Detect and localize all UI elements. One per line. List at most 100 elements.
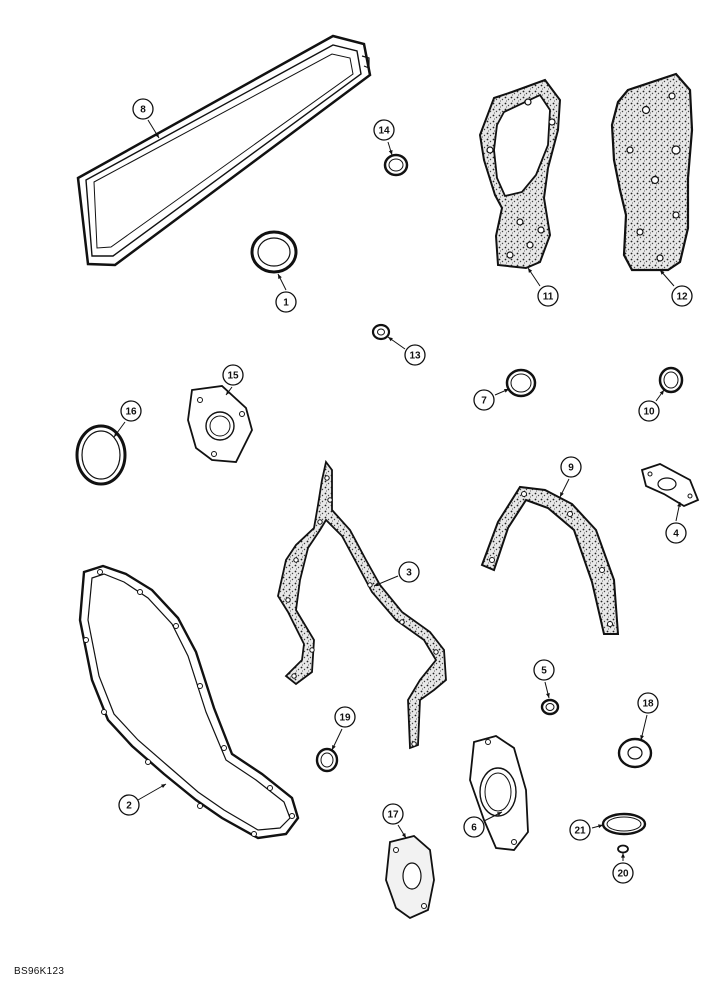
- callout-number: 5: [541, 666, 547, 677]
- callout-2: 2: [118, 783, 167, 816]
- callout-number: 18: [642, 699, 654, 710]
- seal-5: [540, 698, 560, 716]
- washer-18: [617, 737, 653, 769]
- callout-arrowhead: [660, 270, 665, 275]
- callout-number: 1: [283, 298, 289, 309]
- o-ring-20: [617, 844, 629, 854]
- callout-number: 17: [387, 810, 399, 821]
- callout-number: 19: [339, 713, 351, 724]
- callout-arrowhead: [332, 745, 336, 750]
- callout-bubble: [612, 862, 634, 884]
- rocker-cover-gasket: [76, 34, 372, 267]
- pump-gasket-11: [478, 78, 562, 270]
- callout-5: 5: [533, 659, 555, 699]
- callout-bubble: [637, 692, 659, 714]
- callout-arrowhead: [598, 824, 603, 829]
- callout-arrowhead: [621, 853, 625, 858]
- o-ring-10: [658, 366, 684, 394]
- callout-20: 20: [612, 853, 634, 884]
- callout-arrowhead: [278, 274, 282, 279]
- callout-4: 4: [665, 501, 687, 544]
- callout-leader-line: [137, 783, 167, 801]
- callout-number: 13: [409, 351, 421, 362]
- callout-bubble: [398, 561, 420, 583]
- callout-arrowhead: [560, 492, 564, 497]
- callout-bubble: [120, 400, 142, 422]
- callout-arrowhead: [401, 833, 406, 838]
- callout-10: 10: [638, 389, 665, 422]
- cooler-gasket-12: [610, 72, 694, 272]
- callout-14: 14: [373, 119, 395, 156]
- flange-gasket-17: [385, 835, 435, 920]
- callout-bubble: [334, 706, 356, 728]
- callout-number: 7: [481, 396, 487, 407]
- callout-bubble: [560, 456, 582, 478]
- callout-12: 12: [659, 269, 693, 307]
- flange-gasket-4: [640, 463, 700, 508]
- callout-9: 9: [559, 456, 582, 498]
- callout-17: 17: [382, 803, 407, 839]
- washer-13: [371, 323, 391, 341]
- callout-1: 1: [275, 273, 297, 313]
- callout-arrowhead: [114, 432, 119, 437]
- callout-number: 8: [140, 105, 146, 116]
- callout-number: 4: [673, 529, 679, 540]
- callout-6: 6: [463, 811, 503, 838]
- callout-bubble: [463, 816, 485, 838]
- callout-arrowhead: [388, 337, 393, 342]
- callout-arrowhead: [677, 502, 681, 507]
- callout-19: 19: [331, 706, 356, 751]
- callout-arrowhead: [497, 812, 502, 816]
- callout-15: 15: [222, 364, 244, 396]
- callout-number: 15: [227, 371, 239, 382]
- callout-13: 13: [387, 336, 426, 366]
- callout-number: 3: [406, 568, 412, 579]
- callout-bubble: [473, 389, 495, 411]
- o-ring-19: [315, 747, 339, 773]
- callout-bubble: [537, 285, 559, 307]
- callout-arrowhead: [374, 582, 379, 587]
- flange-gasket-6: [469, 735, 529, 851]
- callout-11: 11: [527, 267, 559, 307]
- callout-number: 10: [643, 407, 655, 418]
- callout-bubble: [671, 285, 693, 307]
- o-ring-7: [505, 368, 537, 398]
- callout-number: 16: [125, 407, 137, 418]
- callout-number: 6: [471, 823, 477, 834]
- callout-number: 12: [676, 292, 688, 303]
- callout-bubble: [132, 98, 154, 120]
- callout-16: 16: [113, 400, 142, 438]
- callout-number: 14: [378, 126, 390, 137]
- callout-arrowhead: [504, 389, 509, 393]
- callout-bubble: [382, 803, 404, 825]
- o-ring-21: [601, 812, 647, 836]
- o-ring-16: [75, 424, 127, 486]
- callout-number: 9: [568, 463, 574, 474]
- callout-arrowhead: [388, 150, 393, 155]
- callout-bubble: [638, 400, 660, 422]
- callout-bubble: [404, 344, 426, 366]
- gear-housing-gasket-3: [277, 459, 447, 750]
- callout-arrowhead: [154, 133, 159, 138]
- callout-bubble: [118, 794, 140, 816]
- flange-gasket-15: [187, 385, 253, 463]
- callout-bubble: [222, 364, 244, 386]
- callout-bubble: [275, 291, 297, 313]
- callout-arrowhead: [640, 735, 644, 740]
- callout-number: 20: [617, 869, 629, 880]
- seal-ring-1: [250, 230, 298, 274]
- o-ring-14: [383, 153, 409, 177]
- callout-bubble: [373, 119, 395, 141]
- callout-arrowhead: [659, 390, 664, 395]
- figure-reference-code: BS96K123: [14, 966, 65, 977]
- callout-number: 11: [543, 292, 554, 303]
- callout-number: 21: [574, 826, 586, 837]
- callout-8: 8: [132, 98, 160, 139]
- callout-bubble: [569, 819, 591, 841]
- rear-housing-gasket-9: [480, 485, 620, 635]
- callout-arrowhead: [161, 784, 166, 788]
- callout-7: 7: [473, 388, 510, 411]
- callout-arrowhead: [545, 693, 550, 698]
